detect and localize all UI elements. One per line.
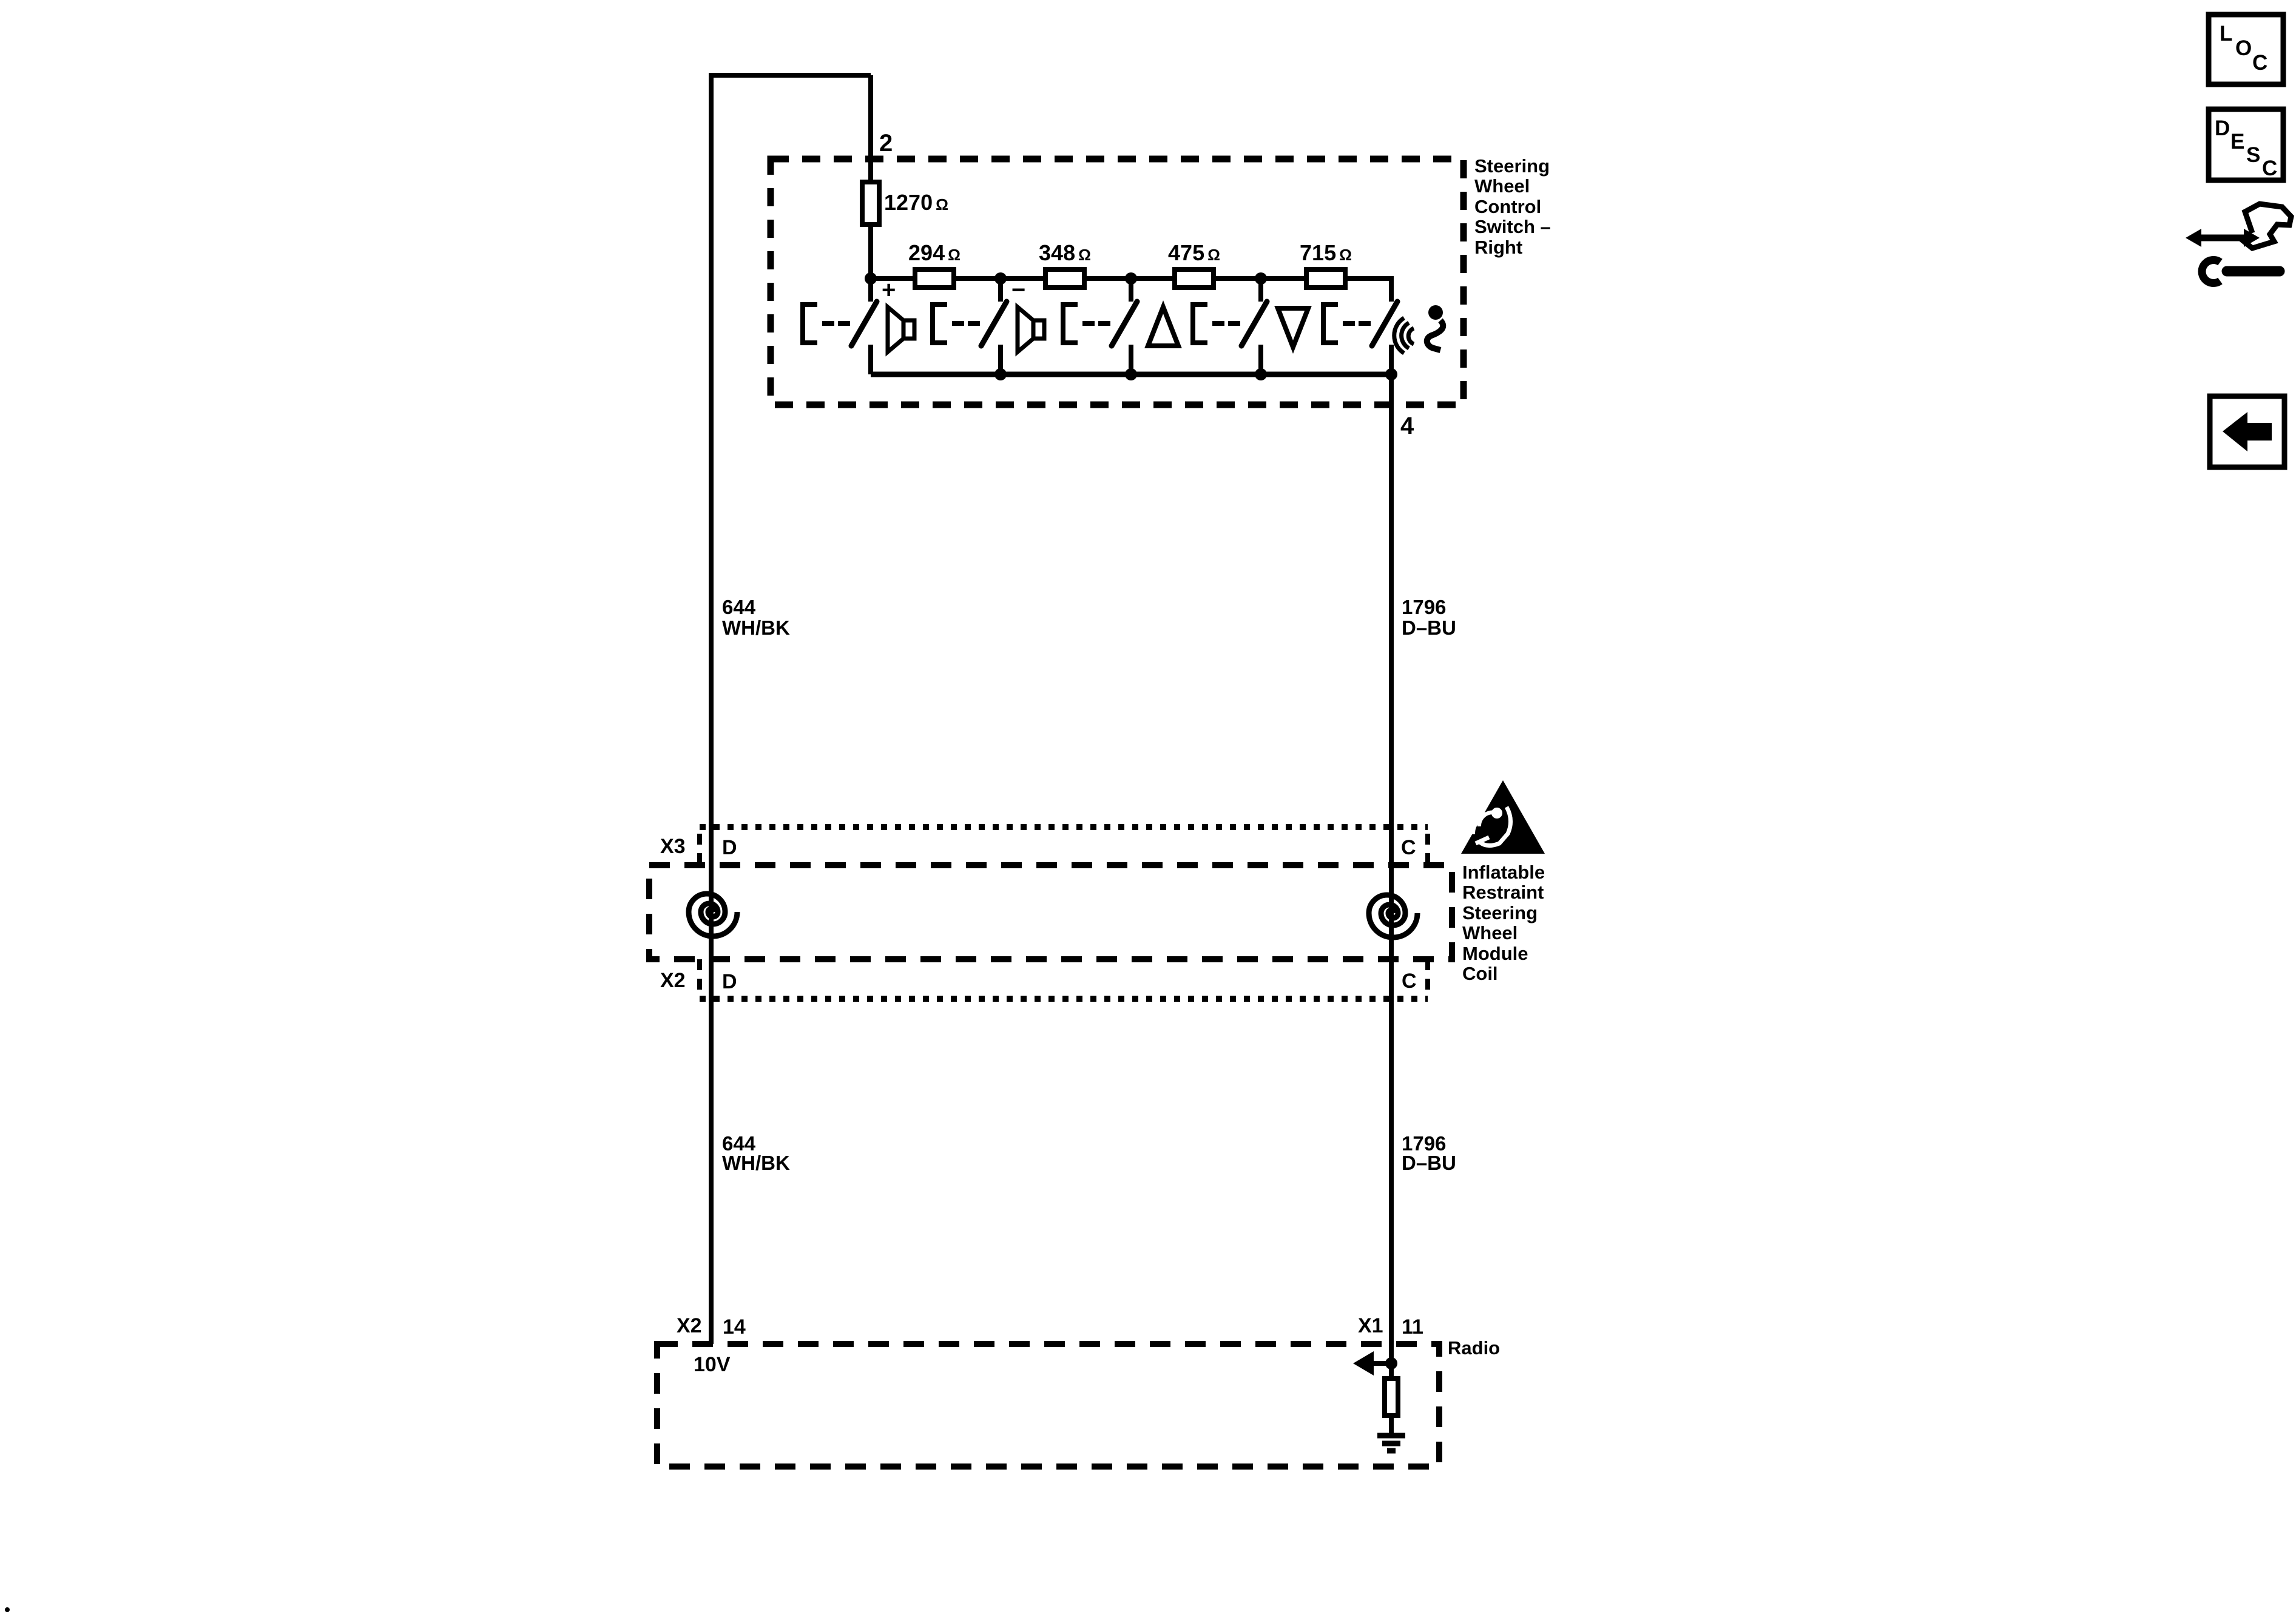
switch-box-label-line4: Switch – xyxy=(1474,216,1551,237)
wire-644-whbk xyxy=(709,73,871,1344)
radio-connector-x2-label: X2 xyxy=(677,1314,702,1337)
wire-1796-color-upper: D–BU xyxy=(1402,616,1456,639)
resistor-715-value: 715 xyxy=(1300,240,1337,265)
radio-ground-symbol xyxy=(1377,1416,1405,1454)
volume-up-speaker-icon xyxy=(885,302,917,357)
desc-letter-e: E xyxy=(2230,130,2245,154)
resistor-1270-value: 1270 xyxy=(884,190,933,215)
loc-letter-l: L xyxy=(2220,22,2233,46)
switch-upper-stubs xyxy=(998,279,1263,302)
resistor-475-value: 475 xyxy=(1168,240,1205,265)
switch-box-label-line2: Wheel xyxy=(1474,175,1530,197)
desc-letter-d: D xyxy=(2215,116,2230,140)
coil-module-label-line3: Steering xyxy=(1462,902,1538,923)
wire-644-circuit-lower: 644 xyxy=(722,1132,756,1155)
right-coil-spiral xyxy=(1366,892,1420,940)
resistor-475 xyxy=(1172,267,1216,290)
radio-box-outline xyxy=(654,1341,1442,1470)
connector-x2-pin-c: C xyxy=(1402,970,1417,993)
connector-band-x2 xyxy=(697,959,1430,1002)
seek-up-triangle-icon xyxy=(1144,300,1182,348)
radio-pin-11-label: 11 xyxy=(1402,1315,1423,1338)
connector-x3-pin-c: C xyxy=(1401,836,1416,859)
desc-letter-s: S xyxy=(2246,143,2261,167)
connector-x3-pin-d: D xyxy=(722,836,737,859)
resistor-294-value: 294 xyxy=(908,240,945,265)
desc-button-frame[interactable] xyxy=(2206,106,2286,183)
wire-1796-circuit-lower: 1796 xyxy=(1402,1132,1447,1155)
loc-letter-c: C xyxy=(2252,51,2268,75)
radio-name-label: Radio xyxy=(1448,1337,1501,1359)
pin-4-label: 4 xyxy=(1400,413,1414,439)
loc-letter-o: O xyxy=(2235,36,2252,60)
volume-down-speaker-icon xyxy=(1015,302,1047,357)
resistor-348 xyxy=(1043,267,1087,290)
connector-band-x3 xyxy=(697,824,1430,865)
switch-blades xyxy=(848,299,1400,349)
resistor-1270 xyxy=(860,180,882,227)
radio-pin-14-label: 14 xyxy=(723,1315,746,1338)
wire-644-color-upper: WH/BK xyxy=(722,616,790,639)
switch-contact-brackets xyxy=(800,302,1371,345)
resistor-348-value: 348 xyxy=(1039,240,1076,265)
resistor-348-unit: Ω xyxy=(1078,246,1091,264)
radio-connector-x1-label: X1 xyxy=(1358,1314,1383,1337)
desc-letter-c: C xyxy=(2262,157,2278,180)
resistor-294-unit: Ω xyxy=(948,246,961,264)
coil-module-label-line2: Restraint xyxy=(1462,882,1544,903)
wire-1796-circuit-upper: 1796 xyxy=(1402,596,1447,618)
seek-down-triangle-icon xyxy=(1274,306,1312,354)
resistor-715-unit: Ω xyxy=(1339,246,1352,264)
chain-junction-dots xyxy=(865,272,1267,285)
wire-1796-color-lower: D–BU xyxy=(1402,1152,1456,1174)
connector-x3-label: X3 xyxy=(660,835,686,858)
loc-button-frame[interactable] xyxy=(2206,12,2286,87)
coil-module-label-line6: Coil xyxy=(1462,963,1498,984)
resistor-715 xyxy=(1304,267,1348,290)
connector-x2-pin-d: D xyxy=(722,970,737,993)
car-connector-wrench-icon[interactable] xyxy=(2186,201,2294,287)
coil-module-label-line5: Module xyxy=(1462,943,1528,964)
page-artifact-dot xyxy=(5,1607,10,1612)
inflatable-restraint-coil-box-outline xyxy=(646,862,1455,962)
volume-up-sign: + xyxy=(882,277,896,303)
radio-signal-arrow xyxy=(1353,1351,1397,1376)
resistor-475-unit: Ω xyxy=(1207,246,1220,264)
switch-box-label-line1: Steering xyxy=(1474,155,1550,177)
left-coil-spiral xyxy=(686,891,740,939)
switch-box-label-line3: Control xyxy=(1474,196,1542,217)
resistor-1270-unit: Ω xyxy=(936,195,948,214)
airbag-warning-triangle-icon xyxy=(1461,780,1545,854)
voice-recognition-icon xyxy=(1392,305,1447,355)
resistor-294 xyxy=(913,267,956,290)
switch-lower-stubs xyxy=(868,345,1263,374)
switch-box-label-line5: Right xyxy=(1474,237,1523,258)
bus-junction-dots xyxy=(994,368,1397,380)
coil-module-label-line1: Inflatable xyxy=(1462,862,1545,883)
coil-module-label-line4: Wheel xyxy=(1462,922,1518,944)
back-arrow-icon xyxy=(2223,412,2272,451)
wire-644-circuit-upper: 644 xyxy=(722,596,756,618)
connector-x2-label: X2 xyxy=(660,969,686,992)
wire-644-color-lower: WH/BK xyxy=(722,1152,790,1174)
radio-voltage-label: 10V xyxy=(694,1353,731,1376)
pin-2-label: 2 xyxy=(879,130,893,157)
back-button[interactable] xyxy=(2207,393,2288,470)
radio-pullup-resistor xyxy=(1382,1376,1400,1418)
volume-down-sign: − xyxy=(1011,277,1026,303)
